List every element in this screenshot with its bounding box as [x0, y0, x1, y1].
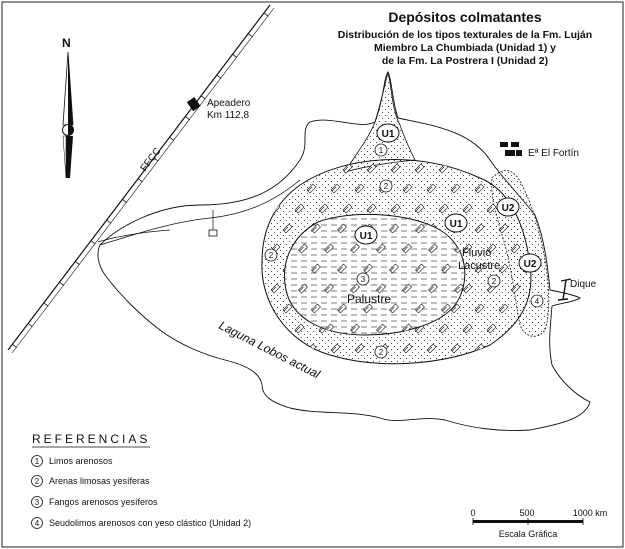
svg-text:Arenas limosas yesíferas: Arenas limosas yesíferas: [49, 476, 150, 486]
label-lacustre: Lacustre: [458, 260, 500, 272]
label-dique: Dique: [570, 279, 597, 290]
code-4-map: 4: [530, 294, 544, 308]
railway-line: [7, 4, 275, 354]
legend-item-2: 2 Arenas limosas yesíferas: [31, 475, 150, 487]
legend-item-3: 3 Fangos arenosos yesíferos: [31, 496, 158, 508]
legend-heading: REFERENCIAS: [32, 432, 150, 446]
unit-u2-north: U2: [496, 197, 520, 217]
svg-text:Fangos arenosos yesíferos: Fangos arenosos yesíferos: [49, 497, 158, 507]
svg-text:2: 2: [379, 348, 384, 357]
legend: REFERENCIAS 1 Limos arenosos 2 Arenas limo…: [31, 432, 251, 529]
code-2-south: 2: [374, 345, 388, 359]
marker-small: [208, 229, 218, 237]
label-el-fortin: Eª El Fortín: [528, 148, 579, 159]
palustre-symbols: [298, 223, 464, 334]
svg-text:2: 2: [384, 182, 389, 191]
svg-text:3: 3: [35, 498, 40, 507]
svg-text:N: N: [62, 36, 71, 50]
tributary-left: [99, 179, 301, 246]
svg-text:0: 0: [470, 508, 475, 518]
svg-text:3: 3: [361, 275, 366, 284]
title-line-2: Distribución de los tipos texturales de …: [338, 29, 592, 41]
svg-text:U2: U2: [502, 203, 515, 214]
code-2-east: 2: [487, 274, 501, 288]
code-3-map: 3: [356, 272, 370, 286]
svg-text:4: 4: [35, 519, 40, 528]
label-km: Km 112,8: [207, 110, 249, 121]
label-palustre: Palustre: [347, 292, 391, 306]
svg-text:1: 1: [35, 457, 40, 466]
svg-text:2: 2: [269, 251, 274, 260]
svg-text:U1: U1: [450, 219, 463, 230]
title-line-3: Miembro La Chumbiada (Unidad 1) y: [374, 42, 556, 54]
svg-text:2: 2: [492, 277, 497, 286]
scale-bar: 0 500 1000 km Escala Gráfica: [470, 508, 607, 539]
road-link: [97, 229, 171, 243]
unit-u1-center: U1: [354, 225, 378, 245]
legend-item-4: 4 Seudolimos arenosos con yeso clástico (…: [31, 517, 251, 529]
svg-text:U1: U1: [382, 129, 395, 140]
svg-text:Escala Gráfica: Escala Gráfica: [499, 529, 558, 539]
estancia-buildings-icon: [500, 142, 522, 156]
svg-text:4: 4: [535, 297, 540, 306]
dique-symbol: [557, 278, 572, 301]
label-apeadero: Apeadero: [207, 98, 251, 109]
map-title: Depósitos colmatantes Distribución de lo…: [338, 9, 592, 67]
north-arrow-icon: N: [62, 36, 74, 179]
svg-text:2: 2: [35, 477, 40, 486]
title-line-1: Depósitos colmatantes: [388, 9, 541, 25]
unit-u1-top: U1: [376, 123, 400, 143]
code-2-north: 2: [379, 179, 393, 193]
unit-u2-south: U2: [518, 253, 542, 273]
svg-text:U2: U2: [524, 259, 537, 270]
svg-text:1: 1: [379, 146, 384, 155]
svg-text:1000 km: 1000 km: [573, 508, 608, 518]
legend-item-1: 1 Limos arenosos: [31, 455, 113, 467]
svg-text:U1: U1: [360, 231, 373, 242]
code-2-west: 2: [264, 248, 278, 262]
svg-text:Limos arenosos: Limos arenosos: [49, 456, 113, 466]
svg-text:Seudolimos arenosos con yeso c: Seudolimos arenosos con yeso clástico (U…: [49, 518, 251, 528]
svg-text:500: 500: [519, 508, 534, 518]
apeadero-building-icon: [186, 97, 201, 112]
code-1-map: 1: [374, 143, 388, 157]
unit-u1-east: U1: [444, 213, 468, 233]
label-fluvio: Fluvio: [462, 247, 491, 259]
title-line-4: de la Fm. La Postrera I (Unidad 2): [382, 55, 548, 67]
